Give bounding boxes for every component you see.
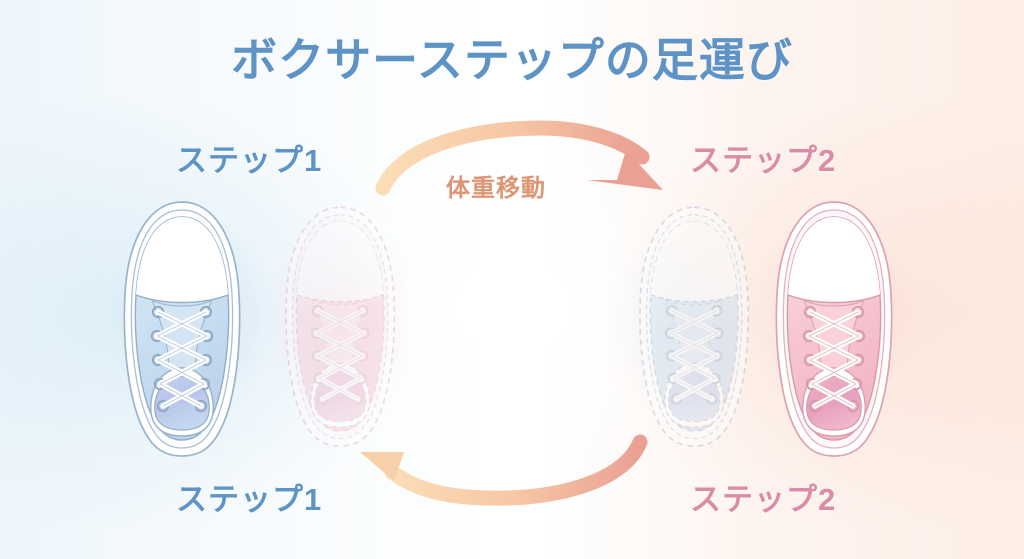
label-step-1-top-left: ステップ1 — [176, 143, 323, 178]
label-step-2-top-right: ステップ2 — [690, 143, 837, 178]
label-weight-shift: 体重移動 — [446, 175, 546, 202]
left-solid-blue-shoe-paint — [123, 201, 241, 457]
left-solid-blue-shoe — [124, 202, 240, 456]
return-arrow-left — [360, 434, 648, 506]
right-solid-pink-shoe — [775, 201, 893, 457]
left-ghost-pink-shoe — [285, 206, 396, 447]
right-ghost-blue-shoe — [639, 206, 750, 447]
page-title: ボクサーステップの足運び — [231, 34, 793, 86]
label-step-2-bottom-right: ステップ2 — [690, 482, 837, 517]
label-step-1-bottom-left: ステップ1 — [176, 482, 323, 517]
